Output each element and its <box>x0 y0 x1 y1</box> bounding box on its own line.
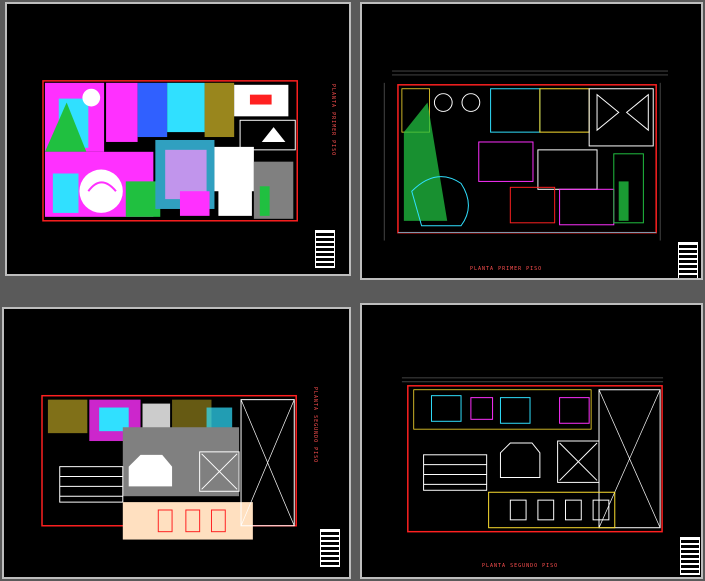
sheet-2-title-block <box>678 242 698 278</box>
sheet-2-line-plan[interactable]: PLANTA PRIMER PISO <box>360 2 703 280</box>
sheet-4-line-plan[interactable]: PLANTA SEGUNDO PISO <box>360 303 703 579</box>
floor-plan-drawing-2 <box>383 70 669 241</box>
sheet-4-title-block <box>680 537 700 575</box>
sheet-3-colored-plan[interactable]: PLANTA SEGUNDO PISO <box>2 307 351 579</box>
sheet-2-title: PLANTA PRIMER PISO <box>470 266 543 272</box>
sheet-4-title: PLANTA SEGUNDO PISO <box>482 563 559 569</box>
sheet-3-title: PLANTA SEGUNDO PISO <box>312 387 318 464</box>
sheet-3-title-block <box>320 529 340 567</box>
sheet-1-colored-plan[interactable]: PLANTA PRIMER PISO <box>5 2 351 276</box>
floor-plan-drawing-4 <box>401 377 664 533</box>
floor-plan-drawing-3 <box>41 394 297 540</box>
sheet-1-title: PLANTA PRIMER PISO <box>330 84 336 157</box>
sheet-1-title-block <box>315 230 335 268</box>
floor-plan-drawing-1 <box>42 80 298 222</box>
